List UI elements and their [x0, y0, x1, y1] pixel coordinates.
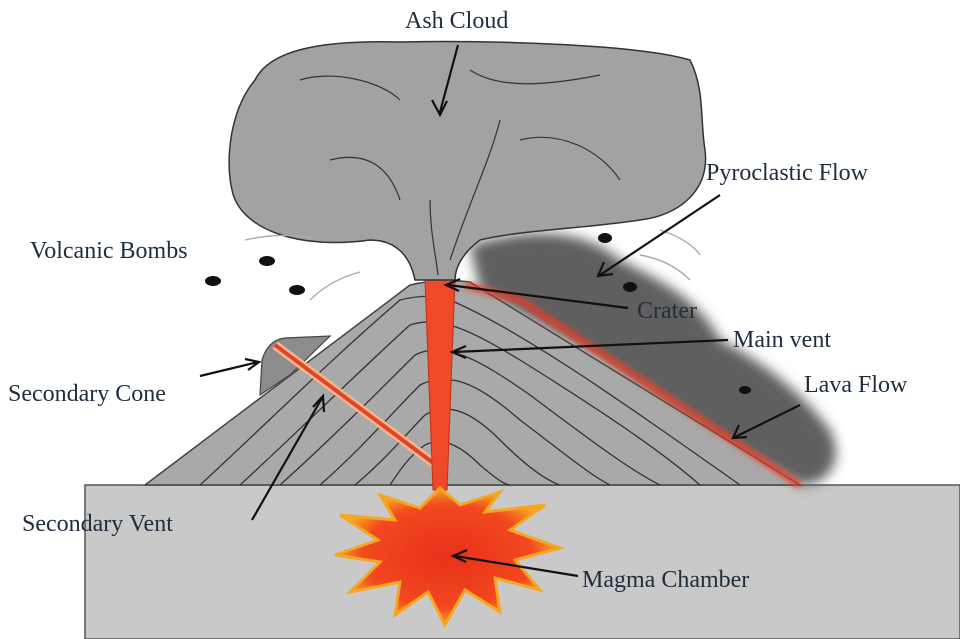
magma-chamber: [334, 485, 566, 629]
volcanic-bombs: [205, 233, 751, 394]
label-pyroclastic-flow: Pyroclastic Flow: [706, 160, 869, 186]
motion-lines: [244, 229, 701, 301]
label-volcanic-bombs: Volcanic Bombs: [30, 238, 188, 264]
label-main-vent: Main vent: [733, 327, 831, 353]
label-secondary-cone: Secondary Cone: [8, 381, 166, 407]
label-magma-chamber: Magma Chamber: [582, 567, 749, 593]
ash-cloud: [228, 40, 707, 281]
pyroclastic-flow-cloud: [470, 233, 836, 485]
label-secondary-vent: Secondary Vent: [22, 511, 173, 537]
label-arrows: [199, 44, 801, 578]
label-ash-cloud: Ash Cloud: [405, 8, 508, 34]
label-crater: Crater: [637, 298, 697, 324]
label-lava-flow: Lava Flow: [804, 372, 908, 398]
